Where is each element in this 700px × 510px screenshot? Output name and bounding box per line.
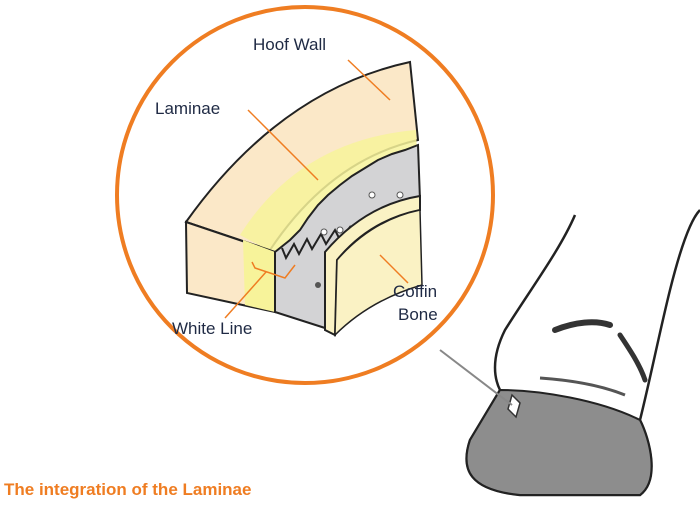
label-hoof-wall: Hoof Wall (253, 35, 327, 54)
caption: The integration of the Laminae (4, 480, 252, 499)
connector-line (439, 349, 513, 406)
label-laminae: Laminae (155, 99, 221, 118)
label-bone: Bone (398, 305, 438, 324)
hoof-cross-section (184, 60, 423, 337)
horse-leg-illustration (465, 209, 700, 497)
label-white-line: White Line (172, 319, 253, 338)
leader-lines (224, 59, 409, 319)
label-coffin: Coffin (393, 282, 438, 301)
